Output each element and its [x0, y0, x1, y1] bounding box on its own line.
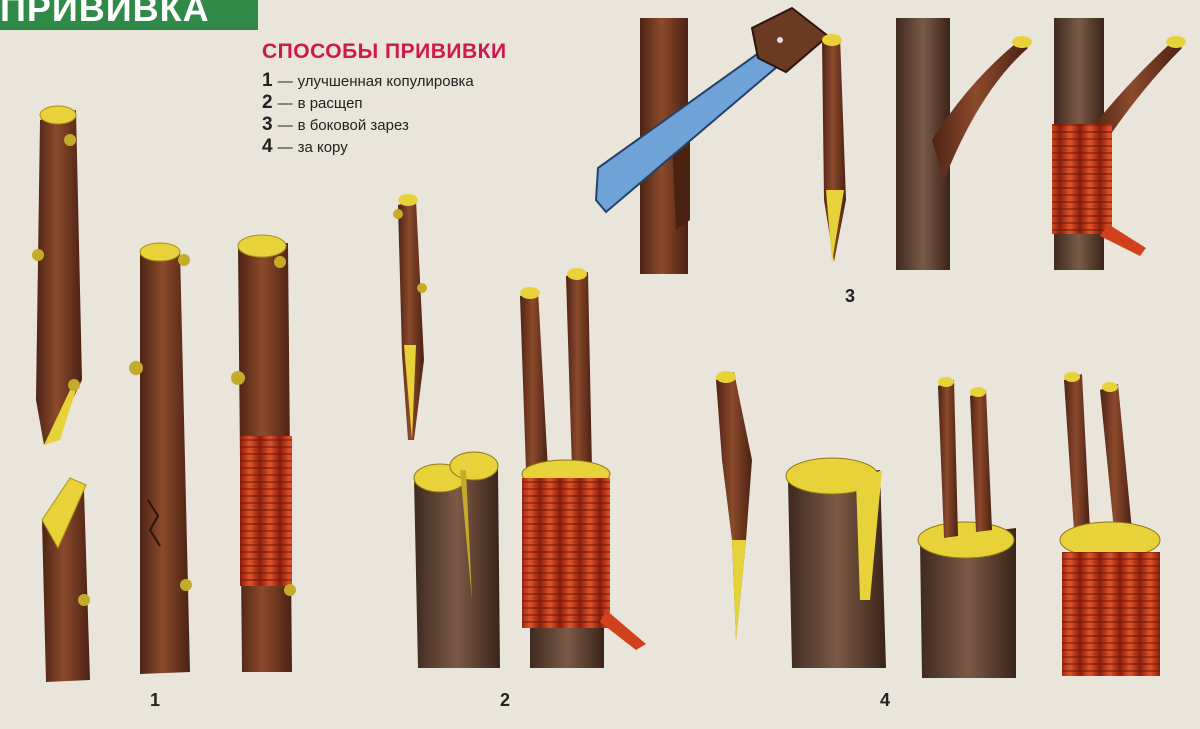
- banner-title: ПРИВИВКА: [0, 0, 210, 29]
- inserted-scion-3: [896, 18, 1032, 270]
- scion-wedge-3: [822, 34, 846, 262]
- scion-cut: [32, 105, 82, 445]
- legend-item: 4—за кору: [262, 136, 348, 157]
- split-rootstock: [413, 451, 500, 668]
- grafting-knife-icon: [594, 6, 830, 214]
- wrapped-graft-4: [1059, 372, 1161, 676]
- title-banner: ПРИВИВКА: [0, 0, 258, 30]
- wrapped-graft-1: [231, 234, 296, 672]
- legend-item: 2—в расщеп: [262, 92, 363, 113]
- wrapped-graft-2: [520, 268, 646, 668]
- grafted-joint: [129, 242, 192, 674]
- panel-label-3: 3: [845, 286, 856, 306]
- panel-label-4: 4: [880, 690, 891, 710]
- legend: СПОСОБЫ ПРИВИВКИ 1—улучшенная копулировк…: [262, 40, 507, 158]
- legend-item: 3—в боковой зарез: [262, 114, 409, 135]
- wrapped-graft-3: [1052, 18, 1186, 270]
- scion-wedge-4: [716, 371, 752, 640]
- bark-graft-pair: [917, 377, 1016, 678]
- legend-item: 1—улучшенная копулировка: [262, 70, 474, 91]
- panel-label-1: 1: [150, 690, 161, 710]
- panel-label-2: 2: [500, 690, 511, 710]
- bark-cut-stock: [785, 457, 886, 668]
- rootstock-cut: [41, 477, 90, 682]
- legend-title: СПОСОБЫ ПРИВИВКИ: [262, 40, 507, 63]
- scion-wedge-2: [393, 194, 427, 440]
